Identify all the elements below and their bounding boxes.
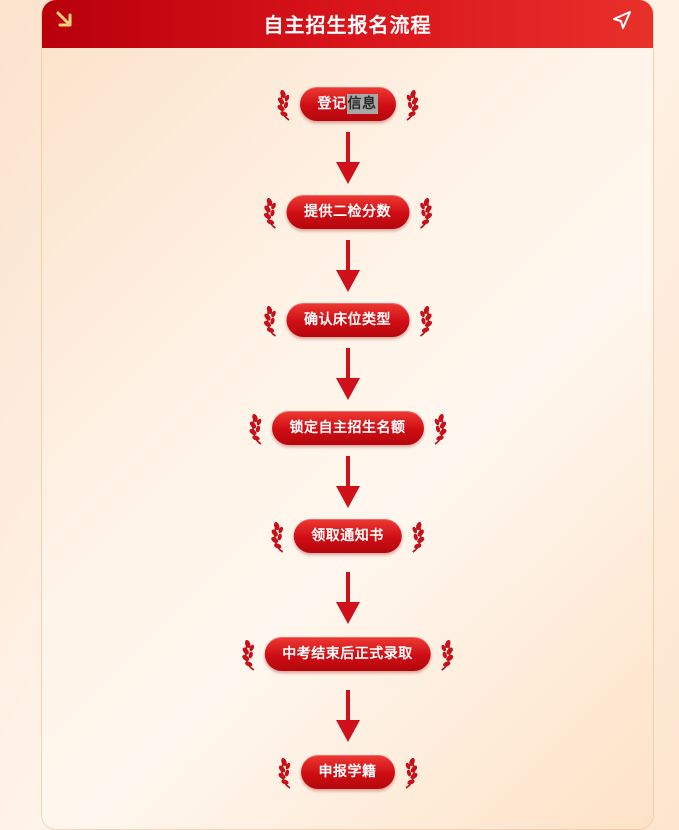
step-pill: 中考结束后正式录取 xyxy=(264,637,431,671)
laurel-right-icon xyxy=(433,413,447,445)
card-header: 自主招生报名流程 xyxy=(42,0,653,48)
down-arrow-icon xyxy=(336,132,360,184)
laurel-right-icon xyxy=(419,305,432,337)
step-pill: 登记信息 xyxy=(299,87,396,121)
down-arrow-icon xyxy=(336,572,360,624)
down-arrow-icon xyxy=(336,348,360,400)
process-flow: 登记信息 xyxy=(42,0,653,829)
flow-step-register-status: 申报学籍 xyxy=(42,752,653,792)
laurel-right-icon xyxy=(404,757,418,789)
flow-step-register-info: 登记信息 xyxy=(42,84,653,124)
laurel-left-icon xyxy=(248,413,262,445)
laurel-left-icon xyxy=(263,197,276,229)
laurel-right-icon xyxy=(419,197,432,229)
step-pill: 确认床位类型 xyxy=(286,303,409,337)
step-pill: 申报学籍 xyxy=(300,755,395,789)
flow-step-formal-admission: 中考结束后正式录取 xyxy=(42,634,653,674)
page-title: 自主招生报名流程 xyxy=(263,13,432,37)
step-pill: 领取通知书 xyxy=(293,519,402,553)
step-label: 登记 xyxy=(317,96,347,112)
laurel-right-icon xyxy=(405,89,419,121)
flow-step-confirm-bed-type: 确认床位类型 xyxy=(42,300,653,340)
step-pill: 提供二检分数 xyxy=(286,195,409,229)
flow-step-lock-quota: 锁定自主招生名额 xyxy=(42,408,653,448)
laurel-right-icon xyxy=(441,639,454,671)
arrow-down-right-icon[interactable] xyxy=(54,9,76,31)
down-arrow-icon xyxy=(336,456,360,508)
flow-step-receive-notice: 领取通知书 xyxy=(42,516,653,556)
step-pill: 锁定自主招生名额 xyxy=(271,411,424,445)
laurel-left-icon xyxy=(270,521,283,553)
laurel-left-icon xyxy=(263,305,276,337)
laurel-left-icon xyxy=(276,89,290,121)
down-arrow-icon xyxy=(336,240,360,292)
laurel-left-icon xyxy=(241,639,254,671)
selected-text-highlight: 信息 xyxy=(346,94,378,114)
send-icon[interactable] xyxy=(611,9,633,31)
flow-step-provide-scores: 提供二检分数 xyxy=(42,192,653,232)
laurel-left-icon xyxy=(277,757,291,789)
down-arrow-icon xyxy=(336,690,360,742)
laurel-right-icon xyxy=(412,521,425,553)
flow-card: 自主招生报名流程 登记信息 xyxy=(42,0,653,829)
